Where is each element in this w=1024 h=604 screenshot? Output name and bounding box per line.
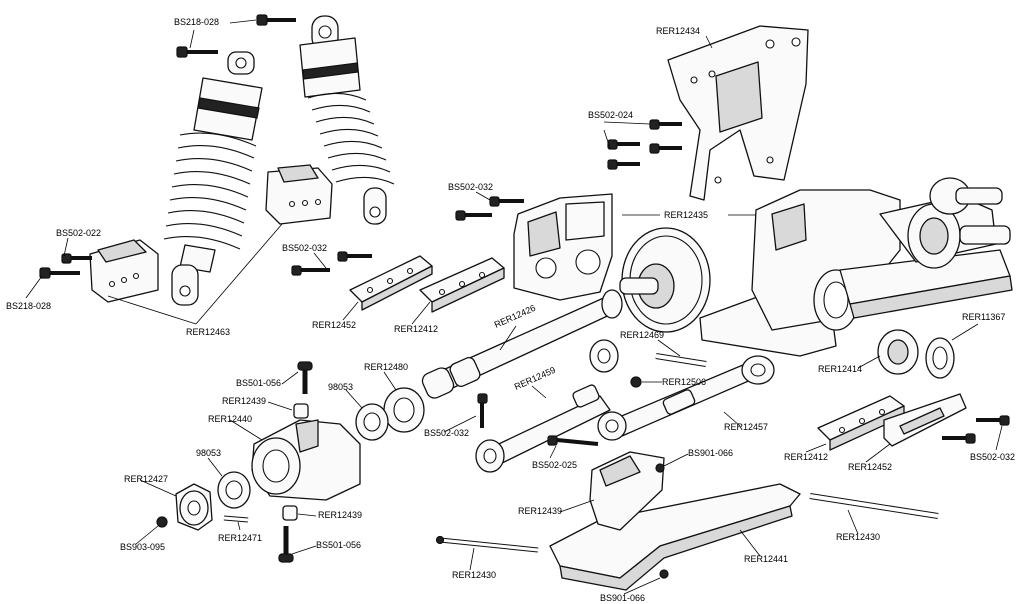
- label-bs502-032-d: BS502-032: [970, 452, 1015, 462]
- screw-bs502-025: [547, 435, 599, 446]
- label-rer12469: RER12469: [620, 330, 664, 340]
- label-bs903-095: BS903-095: [120, 542, 165, 552]
- label-bs502-032-c: BS502-032: [424, 428, 469, 438]
- screw-bs502-024: [607, 119, 682, 170]
- label-98053-b: 98053: [196, 448, 221, 458]
- label-rer12457: RER12457: [724, 422, 768, 432]
- screw-bs218-028-mid: [176, 46, 218, 58]
- screw-bs218-028-top: [256, 14, 296, 26]
- bearing-98053-a: [355, 403, 389, 441]
- label-rer12452-b: RER12452: [848, 462, 892, 472]
- label-bs501-056-a: BS501-056: [236, 378, 281, 388]
- differential-gear: [619, 227, 711, 333]
- driveshaft-rer12426: [421, 289, 623, 399]
- screw-bs502-032-a: [291, 251, 372, 276]
- shock-absorber-right: [299, 15, 395, 225]
- hinge-brace-rer12452-top: [349, 255, 433, 311]
- outdrive-rer12414: [877, 329, 919, 375]
- label-bs218-028-left: BS218-028: [6, 301, 51, 311]
- label-rer12506: RER12506: [662, 377, 706, 387]
- label-rer12452-a: RER12452: [312, 320, 356, 330]
- hinge-pin-rer12430-right: [809, 493, 939, 519]
- nut-bs903-095: [156, 516, 168, 528]
- suspension-arm-rer12441: [549, 451, 801, 591]
- label-rer12434: RER12434: [656, 26, 700, 36]
- label-rer12435: RER12435: [664, 210, 708, 220]
- pin-rer12471: [223, 515, 249, 523]
- pin-rer12469: [655, 353, 707, 367]
- hinge-brace-rer12452-right: [883, 393, 967, 447]
- leader-lines: [25, 19, 1003, 595]
- label-bs501-056-b: BS501-056: [316, 540, 361, 550]
- label-rer12463: RER12463: [186, 327, 230, 337]
- label-rer12412-b: RER12412: [784, 452, 828, 462]
- label-bs901-066-a: BS901-066: [688, 448, 733, 458]
- label-rer12439-a: RER12439: [222, 396, 266, 406]
- label-bs218-028-top: BS218-028: [174, 17, 219, 27]
- screw-bs502-022: [61, 253, 92, 264]
- shock-mount-upper: [265, 164, 333, 225]
- nut-bs901-066-bottom: [659, 569, 669, 579]
- shock-mount-lower: [89, 239, 159, 303]
- body-mount-rer12434: [667, 25, 809, 201]
- toe-link-rer12457: [597, 355, 775, 441]
- screw-bs502-032-c: [477, 393, 488, 428]
- wheel-hex-rer12427: [175, 483, 213, 531]
- label-rer11367: RER11367: [962, 312, 1005, 322]
- screw-bs501-056-b: [278, 526, 294, 563]
- label-rer12412-a: RER12412: [394, 324, 438, 334]
- label-bs502-024: BS502-024: [588, 110, 633, 120]
- screw-bs501-056-a: [297, 361, 313, 394]
- hinge-brace-rer12412-top: [419, 257, 505, 313]
- screw-bs502-032-b: [455, 196, 524, 221]
- label-bs901-066-b: BS901-066: [600, 593, 645, 603]
- bearing-rer11367: [925, 337, 955, 379]
- label-rer12414: RER12414: [818, 364, 862, 374]
- label-rer12440: RER12440: [208, 414, 252, 424]
- label-rer12471: RER12471: [218, 533, 262, 543]
- nut-rer12506: [630, 376, 642, 388]
- shock-absorber-left: [163, 51, 263, 306]
- rear-assembly: [699, 177, 1013, 357]
- label-rer12430-a: RER12430: [452, 570, 496, 580]
- screw-bs502-032-d: [942, 415, 1010, 444]
- label-rer12480: RER12480: [364, 362, 408, 372]
- label-rer12427: RER12427: [124, 474, 168, 484]
- label-rer12439-c: RER12439: [518, 506, 562, 516]
- label-rer12430-b: RER12430: [836, 532, 880, 542]
- hinge-brace-rer12412-right: [817, 395, 905, 451]
- label-rer12459: RER12459: [513, 365, 557, 392]
- hub-carrier-rer12440: [251, 419, 361, 501]
- label-rer12441: RER12441: [744, 554, 788, 564]
- screw-bs218-028-left: [39, 267, 80, 279]
- label-bs502-025: BS502-025: [532, 460, 577, 470]
- label-bs502-032-a: BS502-032: [282, 243, 327, 253]
- label-bs502-022: BS502-022: [56, 228, 101, 238]
- bearing-98053-b: [217, 471, 251, 509]
- camber-link-rer12459: [475, 339, 619, 473]
- gearbox-half-rer12435: [513, 193, 613, 301]
- label-rer12426: RER12426: [493, 303, 537, 330]
- bushing-rer12439-b: [282, 505, 298, 521]
- label-rer12439-b: RER12439: [318, 510, 362, 520]
- bearing-rer12480: [383, 387, 425, 433]
- label-bs502-032-b: BS502-032: [448, 182, 493, 192]
- label-98053-a: 98053: [328, 382, 353, 392]
- hinge-pin-rer12430-left: [435, 535, 539, 553]
- bushing-rer12439-a: [293, 403, 309, 419]
